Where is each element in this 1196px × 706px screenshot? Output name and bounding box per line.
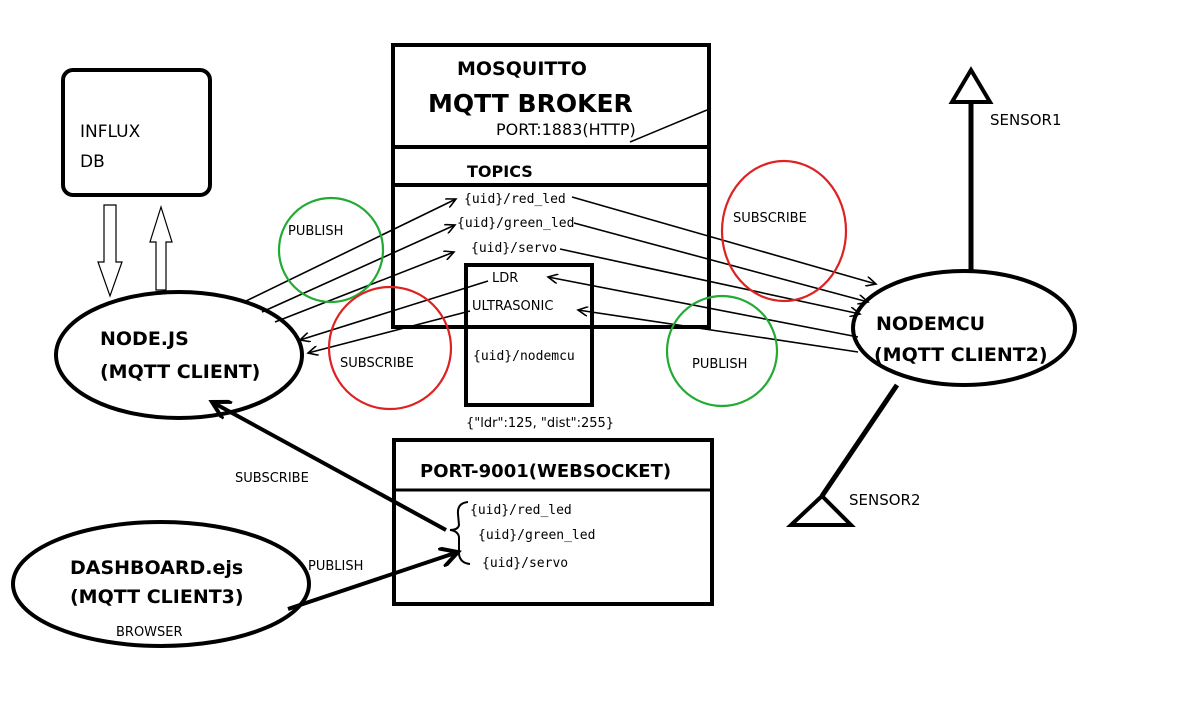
publish-label-nodemcu: PUBLISH (692, 357, 747, 372)
influx-up-arrow (149, 204, 173, 291)
nodemcu-client: NODEMCU (MQTT CLIENT2) (851, 269, 1077, 387)
ldr-label: LDR (492, 271, 518, 286)
mqtt-broker-box: MOSQUITTO MQTT BROKER PORT:1883(HTTP) TO… (391, 43, 711, 329)
nodemcu-publish-arrows (548, 277, 859, 353)
broker-topic-green-led: {uid}/green_led (457, 216, 574, 231)
nodemcu-topic-label: {uid}/nodemcu (473, 349, 575, 364)
influx-label-2: DB (80, 152, 105, 172)
broker-topic-servo: {uid}/servo (471, 241, 557, 256)
websocket-arrows (212, 402, 458, 611)
nodejs-label-2: (MQTT CLIENT) (100, 361, 260, 383)
publish-circle-nodejs (277, 196, 385, 304)
broker-title: MQTT BROKER (428, 89, 633, 118)
subscribe-circle-nodemcu (720, 159, 848, 303)
nodejs-publish-arrows (243, 199, 456, 323)
dashboard-client: DASHBOARD.ejs (MQTT CLIENT3) BROWSER (11, 520, 311, 648)
ws-topic-green-led: {uid}/green_led (478, 528, 595, 543)
publish-label-nodejs: PUBLISH (288, 224, 343, 239)
publish-circle-nodemcu (665, 294, 779, 408)
sensor2-icon (785, 493, 856, 527)
sensor2-label: SENSOR2 (849, 491, 921, 509)
websocket-title: PORT-9001(WEBSOCKET) (420, 461, 671, 482)
broker-port: PORT:1883(HTTP) (496, 120, 636, 139)
broker-topic-red-led: {uid}/red_led (464, 192, 566, 207)
sensor2: SENSOR2 (785, 383, 921, 527)
topics-header: TOPICS (467, 162, 533, 181)
browser-label: BROWSER (116, 625, 183, 640)
broker-name: MOSQUITTO (457, 58, 587, 80)
subscribe-label-ws: SUBSCRIBE (235, 471, 309, 486)
influx-db-box: INFLUX DB (61, 68, 212, 197)
nodemcu-label-2: (MQTT CLIENT2) (874, 344, 1048, 366)
dashboard-label-1: DASHBOARD.ejs (70, 557, 243, 579)
websocket-box: PORT-9001(WEBSOCKET) {uid}/red_led {uid}… (392, 438, 714, 606)
influx-label-1: INFLUX (80, 122, 141, 142)
payload-example: {"ldr":125, "dist":255} (466, 416, 614, 431)
subscribe-label-nodemcu: SUBSCRIBE (733, 211, 807, 226)
sensor1-label: SENSOR1 (990, 111, 1062, 129)
publish-label-ws: PUBLISH (308, 559, 363, 574)
dashboard-label-2: (MQTT CLIENT3) (70, 586, 244, 608)
subscribe-label-nodejs: SUBSCRIBE (340, 356, 414, 371)
ws-topic-servo: {uid}/servo (482, 556, 568, 571)
ws-topic-red-led: {uid}/red_led (470, 503, 572, 518)
influx-down-arrow (97, 204, 123, 298)
nodejs-client: NODE.JS (MQTT CLIENT) (54, 290, 304, 420)
sensor1: SENSOR1 (948, 66, 1062, 272)
ultrasonic-label: ULTRASONIC (472, 299, 553, 314)
sensor1-icon (948, 66, 994, 104)
nodemcu-label-1: NODEMCU (876, 313, 985, 335)
subscribe-circle-nodejs (327, 285, 453, 411)
nodemcu-topic-box: LDR ULTRASONIC {uid}/nodemcu (464, 263, 594, 407)
nodejs-label-1: NODE.JS (100, 328, 189, 350)
